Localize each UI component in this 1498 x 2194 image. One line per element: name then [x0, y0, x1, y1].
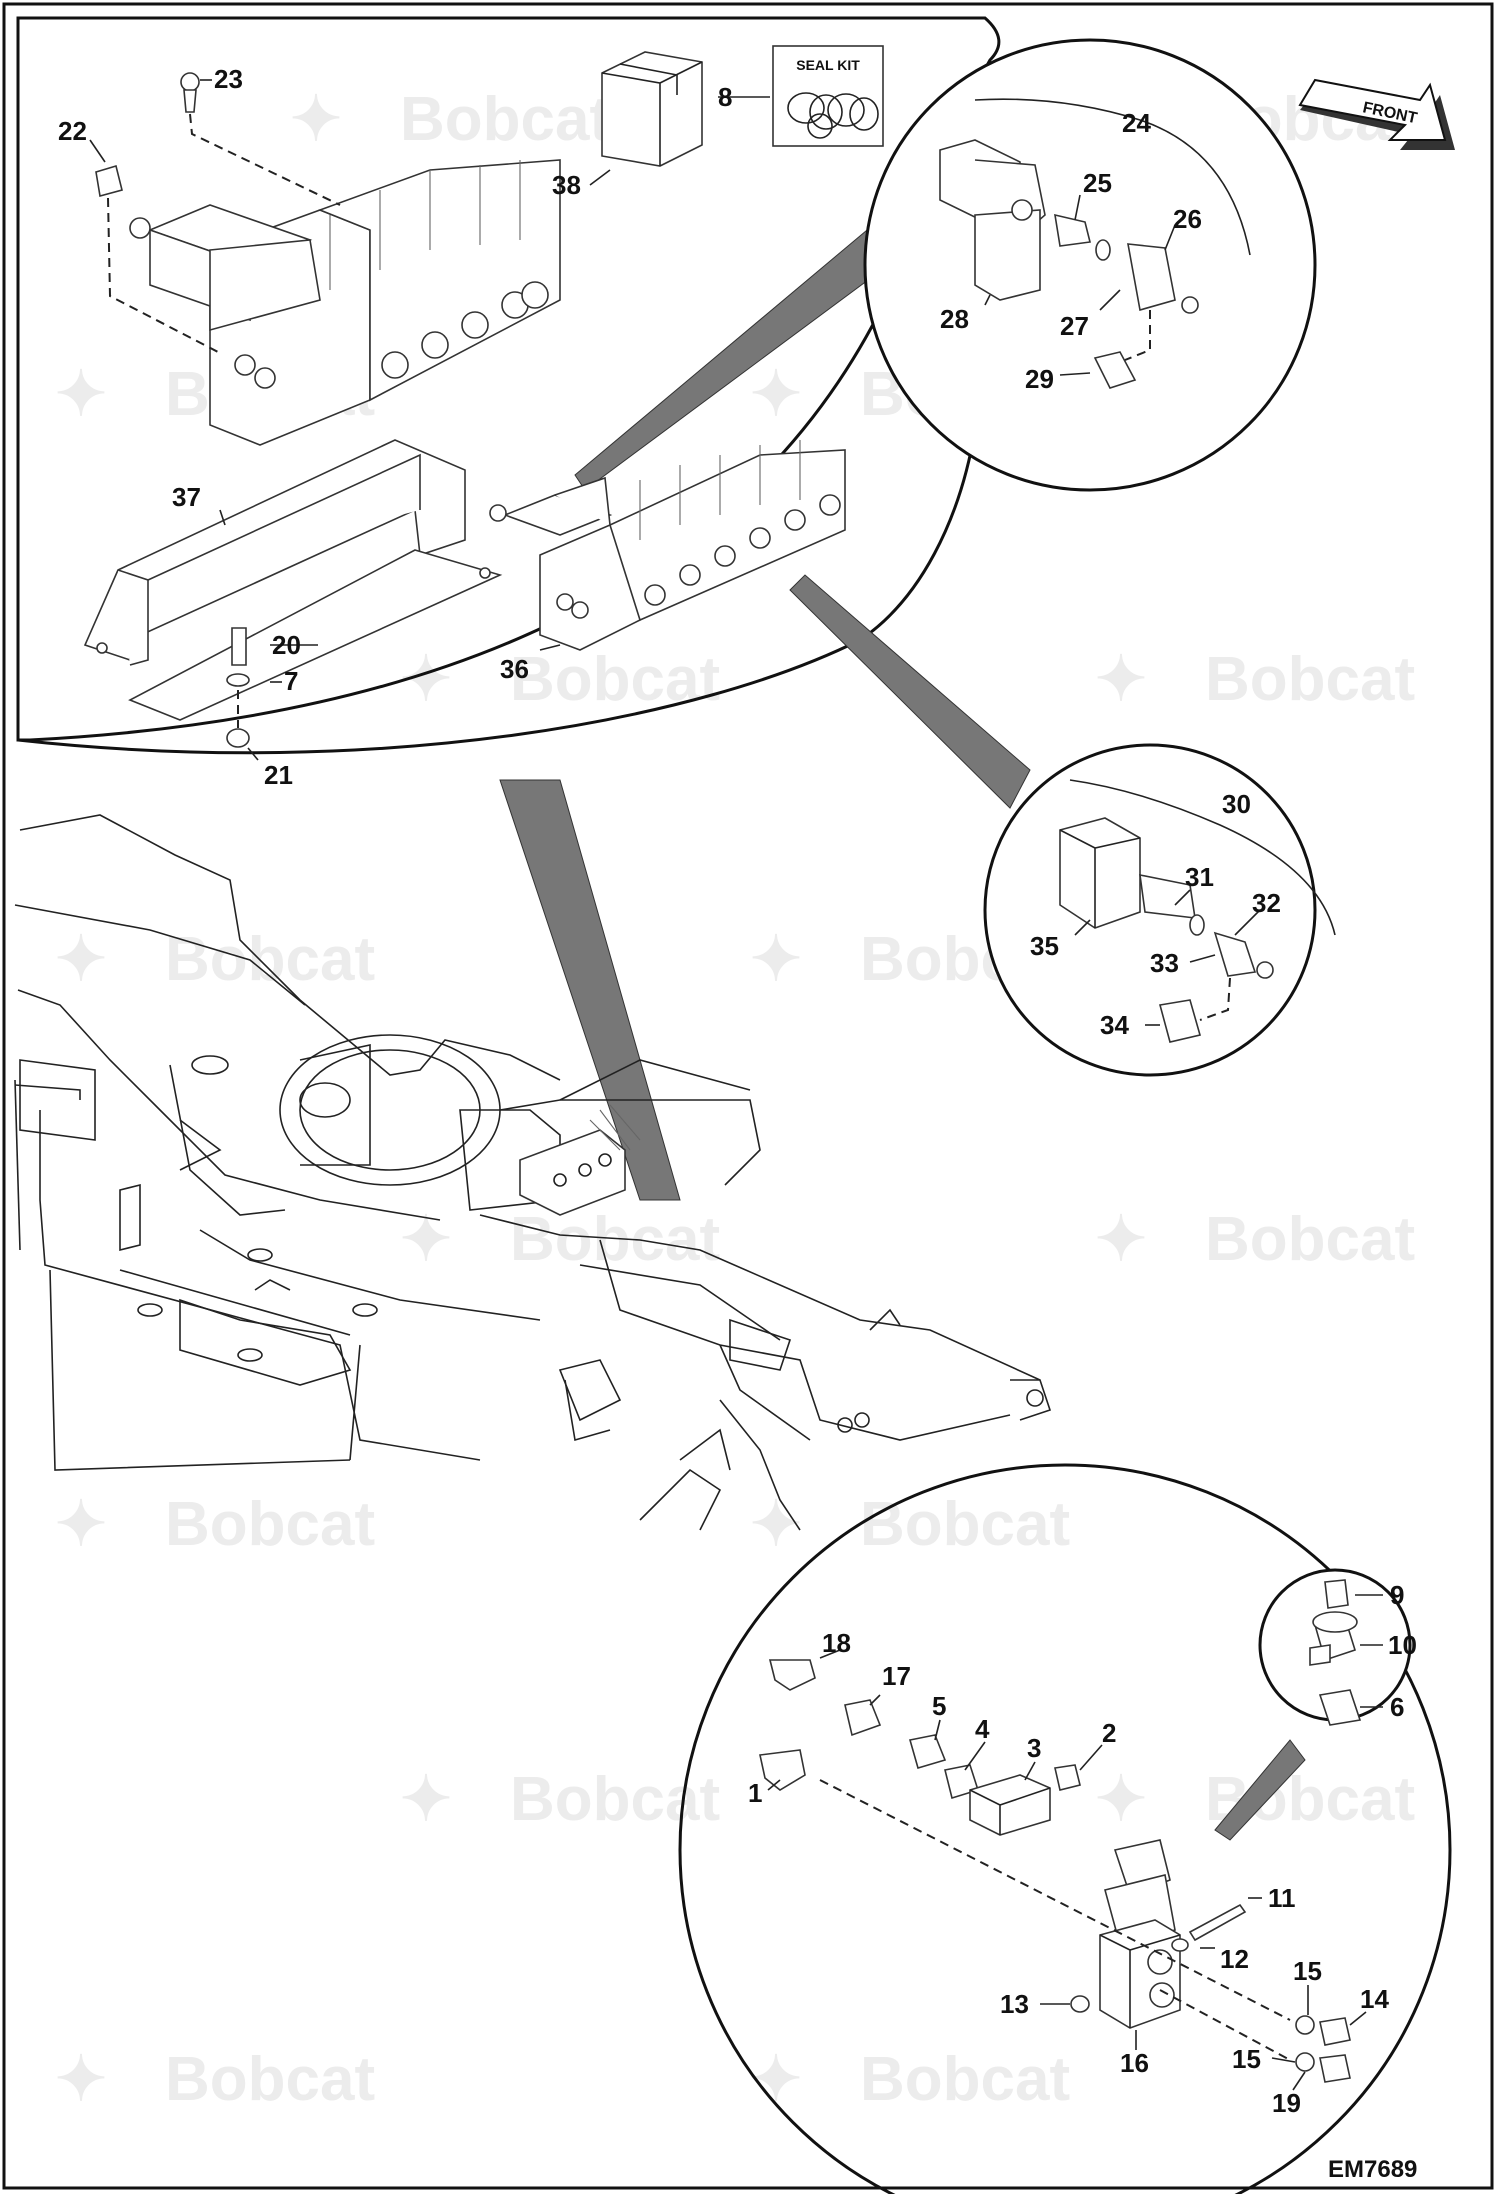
watermark-text: Bobcat [510, 1765, 720, 1834]
callout-15b: 15 [1232, 2044, 1261, 2074]
bracket-37 [83, 439, 503, 721]
bolt-20-part [231, 627, 247, 666]
callout-6: 6 [1390, 1692, 1404, 1722]
fittings-row [759, 1659, 1351, 2083]
zoom-wedge-main [499, 779, 681, 1201]
callout-13: 13 [1000, 1989, 1029, 2019]
watermark-text: Bobcat [165, 1490, 375, 1559]
detail-circle-bottom [678, 1463, 1452, 2194]
callout-18: 18 [822, 1628, 851, 1658]
drawing-id: EM7689 [1328, 2156, 1417, 2183]
solenoid-parts [1309, 1579, 1362, 1726]
svg-text:✦: ✦ [1095, 1765, 1147, 1834]
callout-28: 28 [940, 304, 969, 334]
callout-20: 20 [272, 630, 301, 660]
callout-5: 5 [932, 1691, 946, 1721]
callout-22: 22 [58, 116, 87, 146]
zoom-wedge-30 [789, 574, 1031, 809]
watermark-text: Bobcat [510, 645, 720, 714]
callout-21: 21 [264, 760, 293, 790]
callout-16: 16 [1120, 2048, 1149, 2078]
brace-30 [1069, 779, 1336, 936]
watermark-text: Bobcat [1205, 645, 1415, 714]
watermark-text: Bobcat [860, 1490, 1070, 1559]
callout-31: 31 [1185, 862, 1214, 892]
svg-text:✦: ✦ [55, 1490, 107, 1559]
nut-21-part [226, 728, 250, 748]
zoom-wedge-6 [1214, 1739, 1306, 1841]
brace-24 [974, 98, 1251, 256]
callout-34: 34 [1100, 1010, 1129, 1040]
watermark-text: Bobcat [400, 85, 610, 154]
machine-frame [14, 814, 1052, 1531]
watermark-text: Bobcat [165, 2045, 375, 2114]
fitting-23-part [180, 72, 200, 92]
washer-7-part [226, 673, 250, 687]
leader-lines [89, 79, 1383, 2091]
callout-30: 30 [1222, 789, 1251, 819]
svg-text:✦: ✦ [1095, 645, 1147, 714]
front-arrow: FRONT [1298, 78, 1455, 150]
callout-labels: 1 2 3 4 5 6 7 8 9 10 11 12 13 14 15 15 1… [58, 64, 1417, 2118]
svg-text:✦: ✦ [55, 360, 107, 429]
callout-12: 12 [1220, 1944, 1249, 1974]
fitting-23-stem [183, 89, 197, 113]
callout-33: 33 [1150, 948, 1179, 978]
svg-text:✦: ✦ [400, 1205, 452, 1274]
top-detail-panel-curve [17, 429, 977, 755]
callout-37: 37 [172, 482, 201, 512]
seal-kit-label: SEAL KIT [796, 57, 860, 73]
callout-29: 29 [1025, 364, 1054, 394]
svg-text:✦: ✦ [400, 1765, 452, 1834]
dash-22 [107, 197, 219, 353]
callout-1: 1 [748, 1778, 762, 1808]
callout-7: 7 [284, 666, 298, 696]
valve-24 [939, 139, 1199, 389]
callout-24: 24 [1122, 108, 1151, 138]
watermark-text: Bobcat [165, 925, 375, 994]
valve-30 [1059, 817, 1274, 1043]
callout-36: 36 [500, 654, 529, 684]
callout-19: 19 [1272, 2088, 1301, 2118]
callout-35: 35 [1030, 931, 1059, 961]
svg-text:✦: ✦ [750, 1490, 802, 1559]
svg-text:✦: ✦ [750, 360, 802, 429]
watermark-text: Bobcat [860, 2045, 1070, 2114]
callout-11: 11 [1268, 1883, 1296, 1913]
valve-stack-36 [489, 440, 846, 651]
watermark-text: Bobcat [1205, 1205, 1415, 1274]
svg-text:✦: ✦ [290, 85, 342, 154]
watermark-text: Bobcat [510, 1205, 720, 1274]
callout-32: 32 [1252, 888, 1281, 918]
callout-4: 4 [975, 1714, 990, 1744]
svg-text:✦: ✦ [750, 925, 802, 994]
dash-34 [1199, 977, 1231, 1021]
svg-text:✦: ✦ [1095, 1205, 1147, 1274]
dash-23 [189, 113, 341, 206]
callout-23: 23 [214, 64, 243, 94]
box-38 [601, 51, 703, 167]
callout-17: 17 [882, 1661, 911, 1691]
callout-9: 9 [1390, 1580, 1404, 1610]
callout-15a: 15 [1293, 1956, 1322, 1986]
seal-kit-8: SEAL KIT [772, 45, 884, 147]
valve-stack-upper [129, 159, 561, 446]
callout-27: 27 [1060, 311, 1089, 341]
svg-text:✦: ✦ [55, 925, 107, 994]
dash-bottom-1 [819, 1779, 1291, 2021]
callout-3: 3 [1027, 1733, 1041, 1763]
plug-22-part [95, 164, 123, 198]
dash-bottom-2 [1159, 1989, 1291, 2061]
callout-14: 14 [1360, 1984, 1389, 2014]
callout-8: 8 [718, 82, 732, 112]
svg-text:✦: ✦ [55, 2045, 107, 2114]
callout-2: 2 [1102, 1718, 1116, 1748]
callout-25: 25 [1083, 168, 1112, 198]
zoom-wedge-24 [574, 214, 896, 491]
callout-10: 10 [1388, 1630, 1417, 1660]
callout-38: 38 [552, 170, 581, 200]
callout-26: 26 [1173, 204, 1202, 234]
